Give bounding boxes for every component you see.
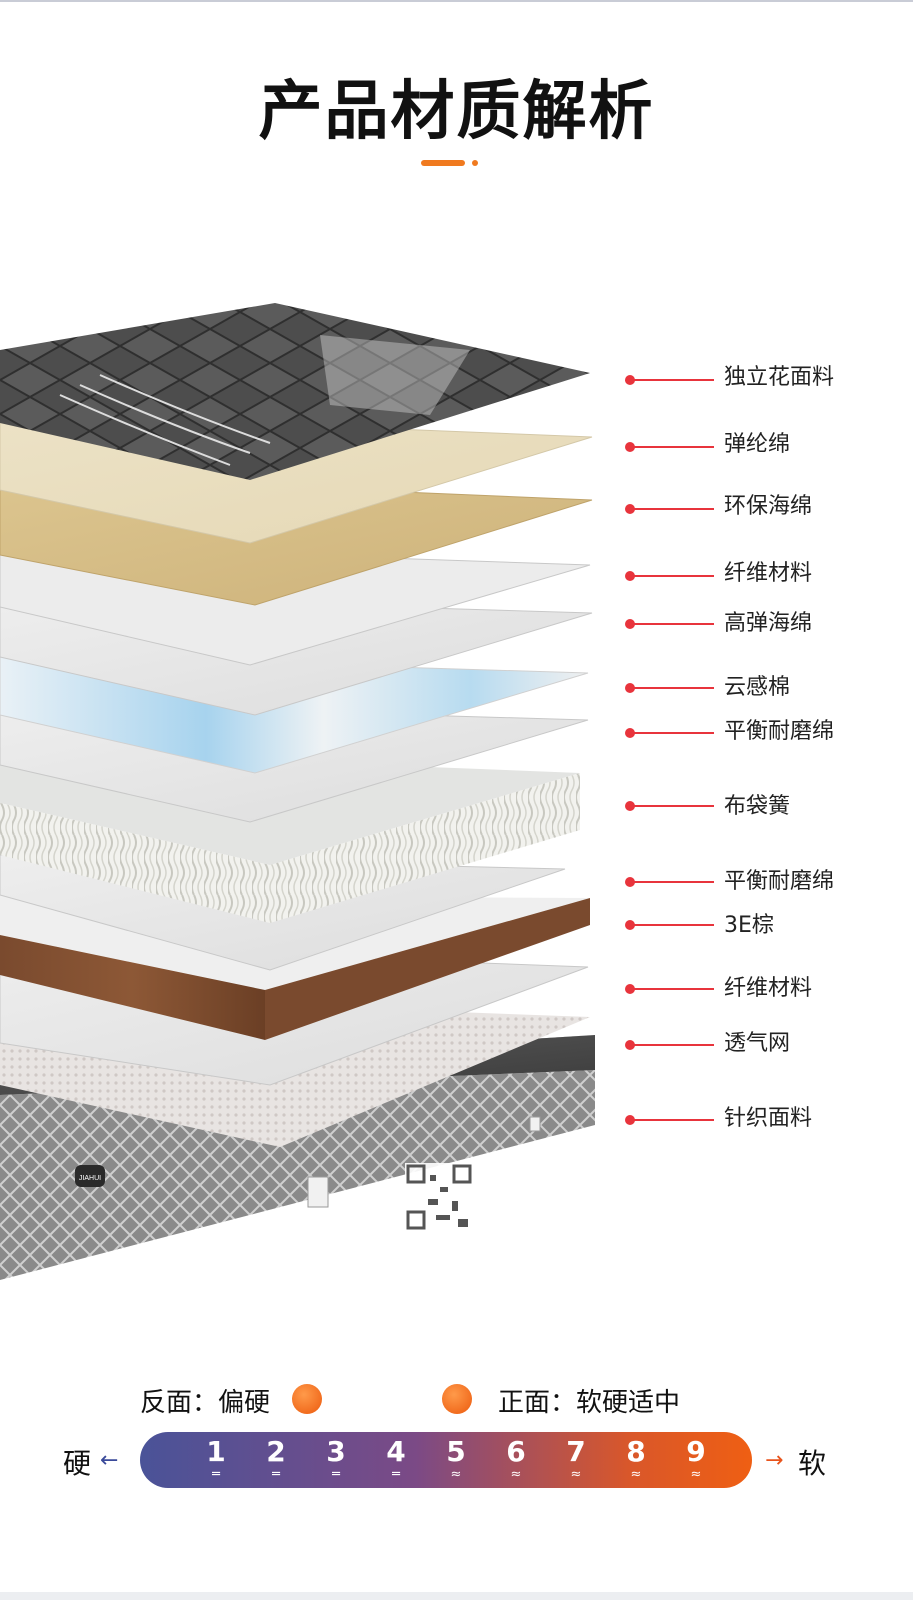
scale-tick-mark: ═ [212,1467,220,1482]
scale-number: 7 [566,1435,586,1468]
leader-dot [625,683,635,693]
leader-dot [625,801,635,811]
leader-dot [625,504,635,514]
layer-label: 针织面料 [724,1106,813,1131]
scale-number: 2 [266,1435,286,1468]
leader-dot [625,442,635,452]
leader-dot [625,375,635,385]
leader-dot [625,619,635,629]
leader-dot [625,571,635,581]
leader-dot [625,728,635,738]
layer-label: 环保海绵 [724,494,813,519]
layer-label: 高弹海绵 [724,611,813,636]
layer-label: 云感棉 [724,675,791,700]
firmness-scale-bar [140,1432,752,1488]
layer-label: 纤维材料 [724,561,813,586]
leader-dot [625,984,635,994]
hard-arrow-icon: ← [100,1448,119,1473]
scale-number: 5 [446,1435,466,1468]
scale-number: 6 [506,1435,526,1468]
back-side-firmness-label: 反面：偏硬 [140,1388,271,1418]
leader-dot [625,877,635,887]
layer-label: 3E棕 [724,913,774,938]
mattress-exploded-view: JIAHUI [0,303,714,1280]
scale-tick-mark: ≈ [630,1467,642,1482]
hard-end-label: 硬 [63,1447,92,1480]
scale-number: 3 [326,1435,346,1468]
scale-tick-mark: ═ [272,1467,280,1482]
top-border [0,0,913,2]
scale-tick-mark: ≈ [510,1467,522,1482]
soft-arrow-icon: → [765,1448,784,1473]
scale-number: 8 [626,1435,646,1468]
layer-label: 纤维材料 [724,976,813,1001]
scale-tick-mark: ≈ [690,1467,702,1482]
leader-lines [625,375,714,1125]
page-title: 产品材质解析 [258,75,655,149]
layer-label: 平衡耐磨绵 [724,869,835,894]
scale-tick-mark: ═ [392,1467,400,1482]
layer-label: 透气网 [724,1031,791,1056]
layer-label: 平衡耐磨绵 [724,719,835,744]
leader-dot [625,920,635,930]
soft-end-label: 软 [798,1447,827,1480]
title-underline [421,160,465,166]
back-side-indicator-dot [292,1384,322,1414]
scale-number: 1 [206,1435,226,1468]
title-underline-dot [472,160,478,166]
scale-number: 9 [686,1435,706,1468]
leader-dot [625,1040,635,1050]
scale-number: 4 [386,1435,406,1468]
layer-label: 弹纶绵 [724,432,791,457]
layer-jacquard-fabric [0,303,590,480]
scale-tick-mark: ≈ [570,1467,582,1482]
layer-label: 布袋簧 [724,794,791,819]
front-side-indicator-dot [442,1384,472,1414]
qr-code-watermark [405,1163,473,1231]
brand-tag-text: JIAHUI [79,1175,101,1182]
layer-label: 独立花面料 [724,365,835,390]
scale-tick-mark: ≈ [450,1467,462,1482]
brand-tag [75,1165,105,1187]
leader-dot [625,1115,635,1125]
front-side-firmness-label: 正面：软硬适中 [498,1388,681,1418]
scale-tick-mark: ═ [332,1467,340,1482]
bottom-border [0,1592,913,1600]
